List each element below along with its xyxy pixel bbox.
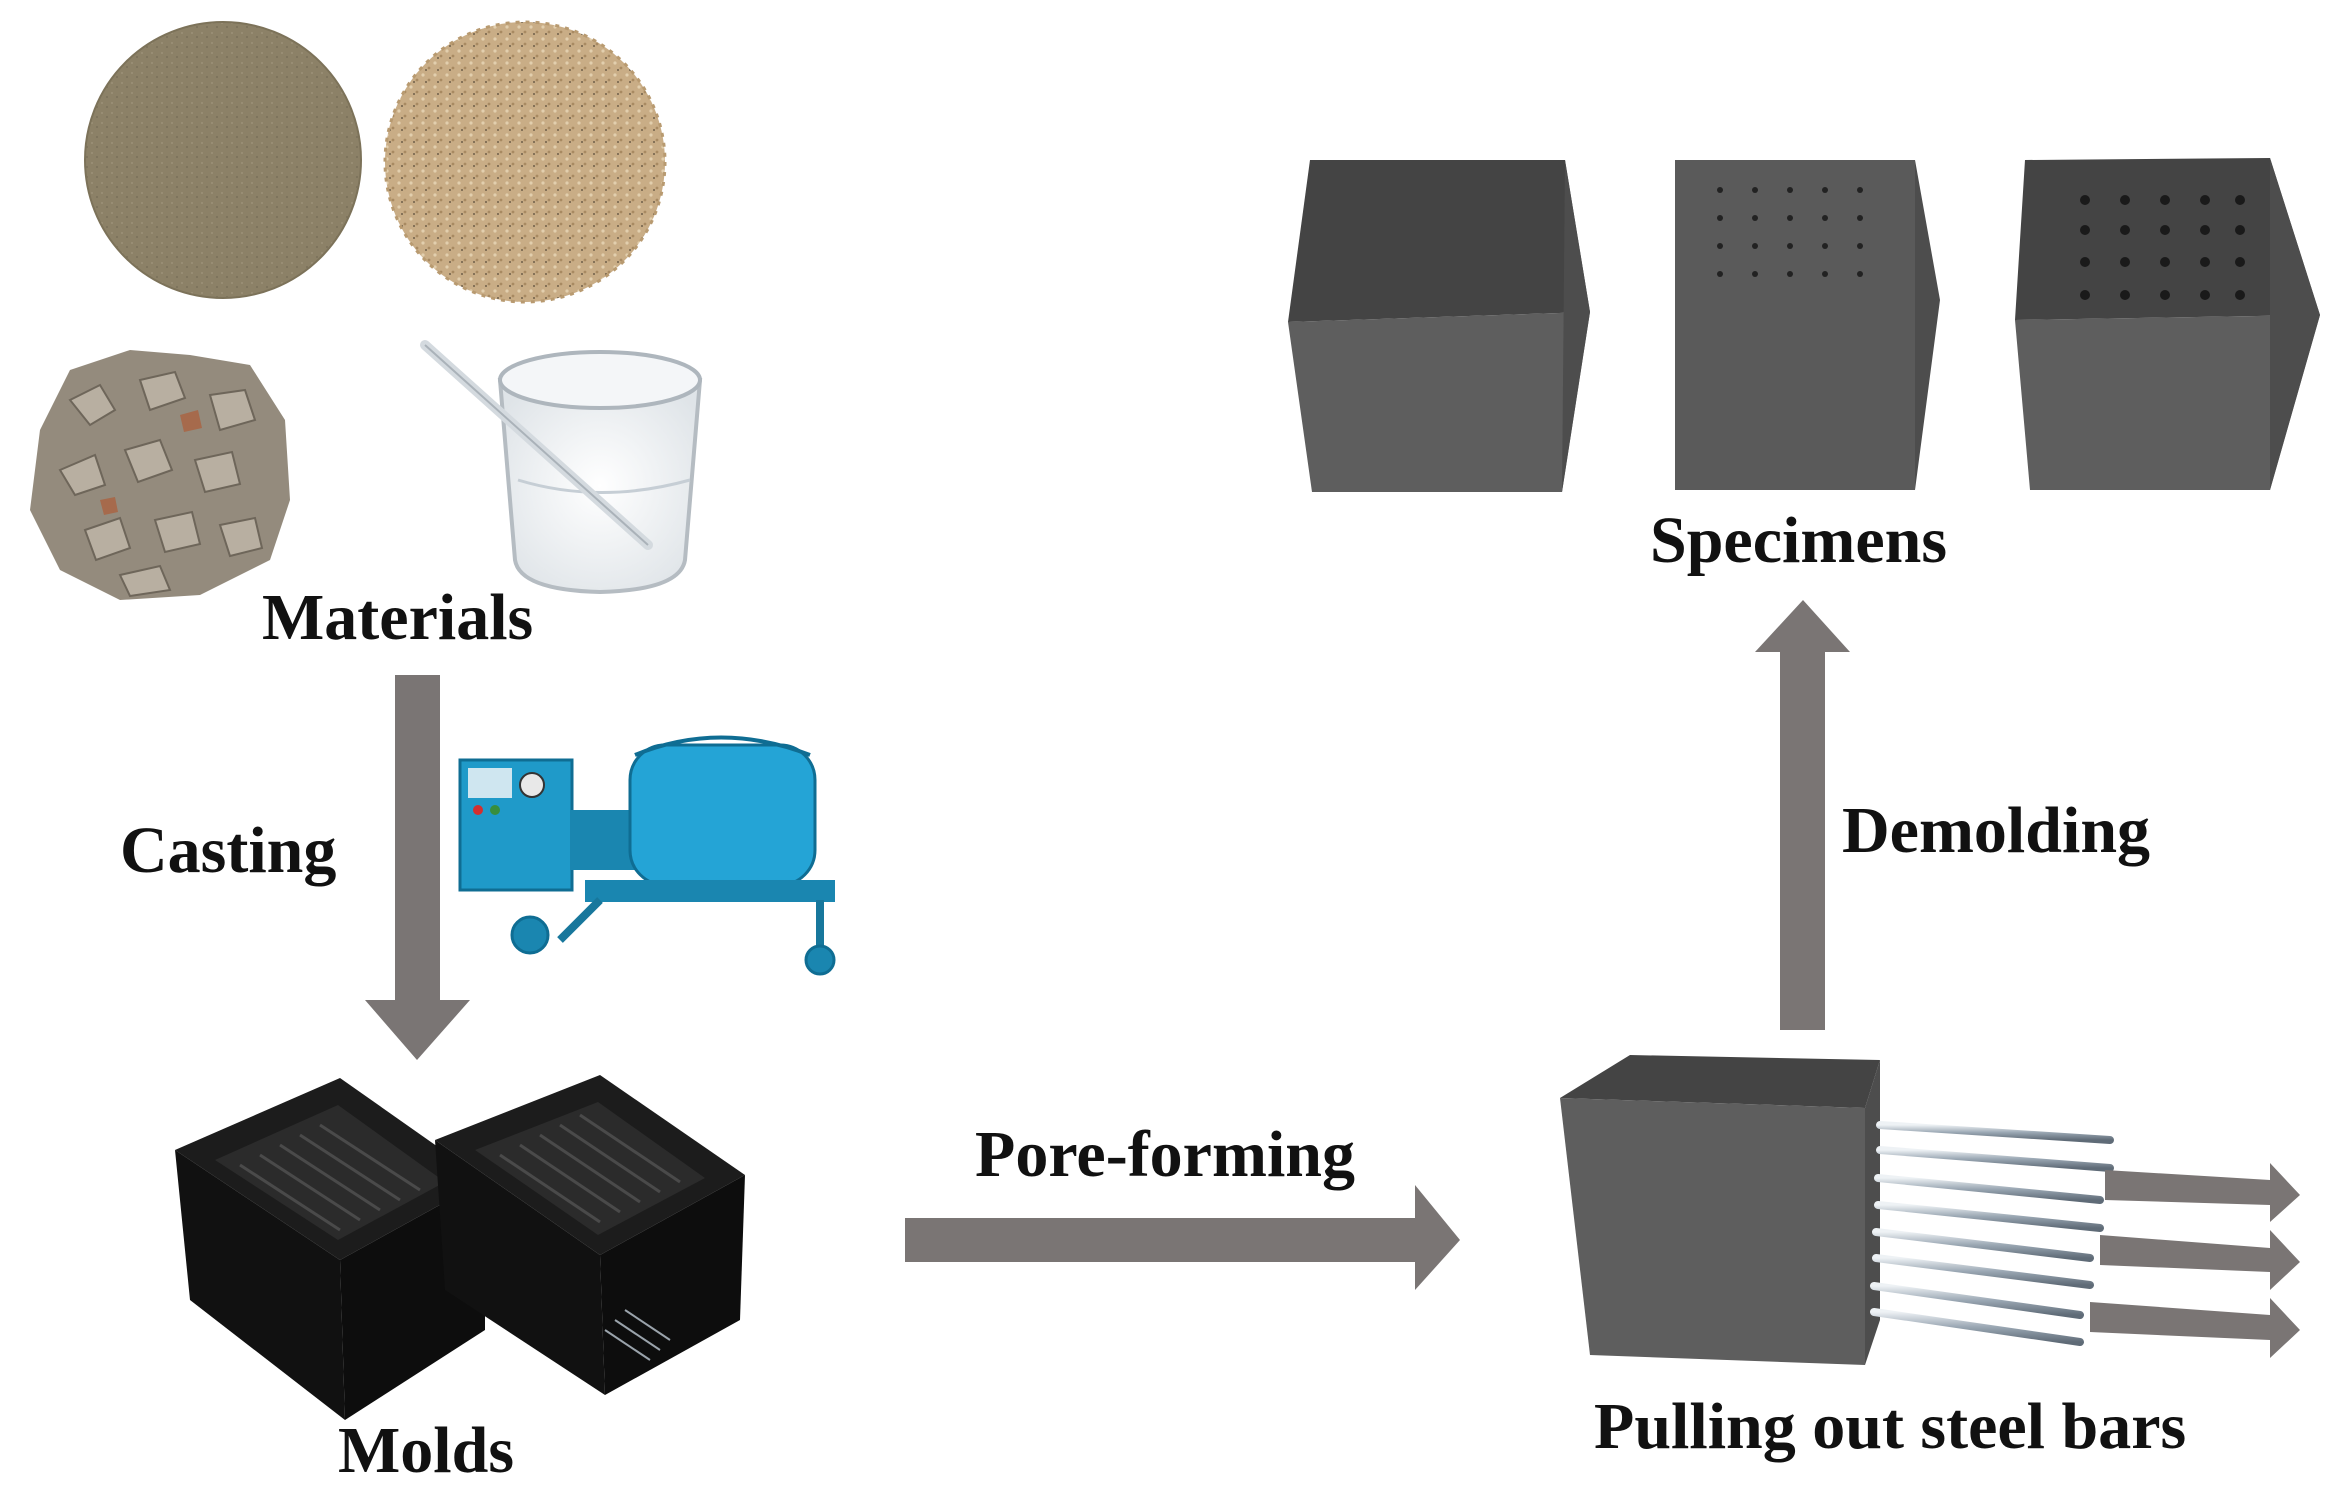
pore-forming-label: Pore-forming bbox=[975, 1118, 1355, 1191]
pulling-out-steel-bars-label: Pulling out steel bars bbox=[1594, 1390, 2187, 1463]
demolding-arrow bbox=[1755, 600, 1850, 1030]
gravel-pile-icon bbox=[30, 350, 290, 600]
concrete-specimen-cube-icon bbox=[2015, 158, 2320, 490]
concrete-specimen-cube-icon bbox=[1675, 160, 1940, 490]
sand-pile-icon bbox=[383, 20, 667, 304]
pore-forming-arrow bbox=[905, 1185, 1460, 1290]
molds-label: Molds bbox=[338, 1414, 515, 1487]
cube-molds-icon bbox=[175, 1075, 745, 1420]
cement-powder-icon bbox=[84, 21, 362, 299]
demolding-label: Demolding bbox=[1842, 794, 2151, 867]
materials-label: Materials bbox=[262, 581, 534, 654]
casting-arrow bbox=[365, 675, 470, 1060]
specimens-label: Specimens bbox=[1650, 504, 1947, 577]
concrete-specimen-cube-icon bbox=[1288, 160, 1590, 492]
casting-label: Casting bbox=[120, 814, 337, 887]
water-beaker-icon bbox=[420, 340, 703, 595]
concrete-mixer-icon bbox=[458, 735, 836, 976]
cube-with-steel-bars-icon bbox=[1560, 1055, 2300, 1365]
